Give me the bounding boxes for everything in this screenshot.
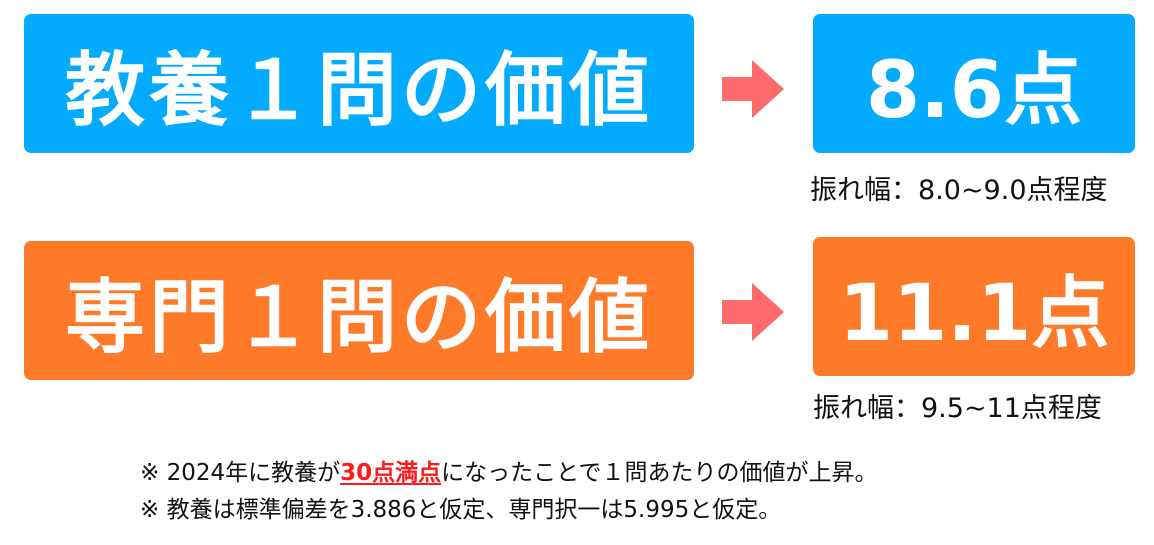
note-1-prefix: ※ 2024年に教養が	[140, 460, 341, 486]
note-1-suffix: になったことで１問あたりの価値が上昇。	[441, 460, 878, 486]
general-question-value-label: 教養１問の価値	[24, 14, 694, 153]
specialized-question-value-label: 専門１問の価値	[24, 241, 694, 380]
general-value-text: 8.6点	[865, 45, 1083, 136]
general-label-text: 教養１問の価値	[65, 43, 653, 137]
specialized-range-text: 振れ幅：9.5~11点程度	[813, 393, 1102, 424]
right-arrow-icon	[722, 283, 784, 341]
note-1-highlight: 30点満点	[340, 460, 442, 486]
right-arrow-icon	[722, 60, 784, 118]
general-range-text: 振れ幅：8.0~9.0点程度	[810, 175, 1108, 206]
note-line-2: ※ 教養は標準偏差を3.886と仮定、専門択一は5.995と仮定。	[140, 490, 781, 524]
note-line-1: ※ 2024年に教養が30点満点になったことで１問あたりの価値が上昇。	[140, 453, 877, 487]
specialized-label-text: 専門１問の価値	[65, 270, 653, 364]
note-2-text: ※ 教養は標準偏差を3.886と仮定、専門択一は5.995と仮定。	[140, 497, 782, 523]
specialized-value-text: 11.1点	[838, 268, 1110, 359]
specialized-value-box: 11.1点	[813, 237, 1135, 376]
general-value-box: 8.6点	[813, 14, 1135, 153]
